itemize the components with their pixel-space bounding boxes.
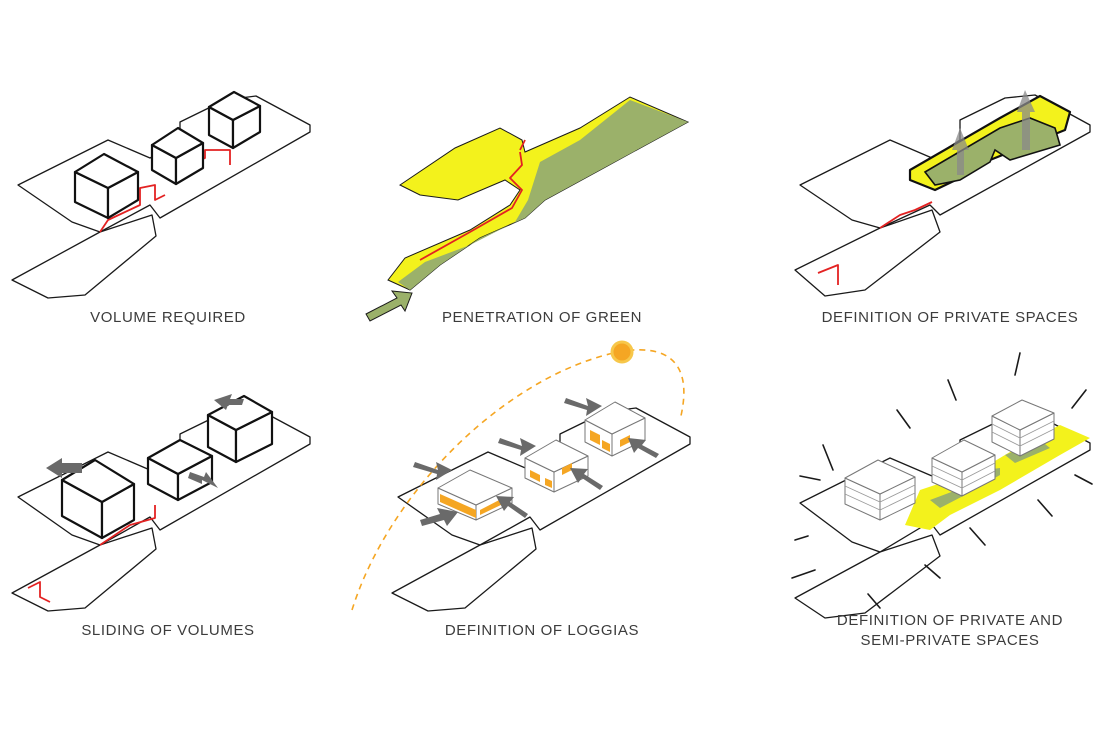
volume-box — [150, 126, 205, 186]
wind-arrow — [628, 438, 659, 458]
wind-arrow — [498, 438, 536, 456]
red-path — [27, 505, 156, 603]
caption-line-1: DEFINITION OF PRIVATE AND — [836, 612, 1064, 629]
red-path — [817, 201, 933, 285]
volume-box — [73, 152, 140, 220]
noise-rays — [791, 352, 1093, 609]
building — [991, 399, 1055, 457]
panel-private-semi-private — [791, 352, 1093, 619]
site-outline — [11, 214, 157, 299]
up-arrow — [952, 90, 1035, 175]
caption-penetration-of-green: PENETRATION OF GREEN — [441, 309, 643, 326]
sun-path — [351, 349, 685, 611]
building — [437, 469, 513, 521]
slide-arrow — [188, 472, 218, 488]
volume-box — [206, 394, 274, 464]
volume-box — [207, 90, 262, 150]
site-outline — [11, 527, 157, 612]
caption-private-semi-private: DEFINITION OF PRIVATE AND SEMI-PRIVATE S… — [800, 611, 1100, 651]
building — [844, 459, 916, 521]
building — [931, 439, 996, 497]
wind-arrow — [413, 462, 452, 480]
wind-arrow — [570, 468, 603, 490]
wind-arrow — [564, 398, 602, 416]
wind-arrow — [496, 496, 528, 518]
building — [524, 439, 589, 493]
site-outline — [391, 527, 537, 612]
panel-volume-required — [11, 90, 311, 299]
caption-sliding-of-volumes: SLIDING OF VOLUMES — [81, 622, 255, 639]
green-arrow — [365, 290, 413, 322]
caption-line-2: SEMI-PRIVATE SPACES — [860, 632, 1040, 649]
caption-volume-required: VOLUME REQUIRED — [90, 309, 246, 326]
volume-box — [146, 438, 214, 502]
panel-penetration-of-green — [365, 96, 690, 322]
slide-arrow — [46, 458, 82, 478]
panel-private-spaces — [794, 90, 1091, 297]
panel-loggias — [351, 340, 691, 612]
building — [584, 401, 646, 457]
slide-arrow — [214, 394, 244, 410]
caption-private-spaces: DEFINITION OF PRIVATE SPACES — [821, 309, 1079, 326]
wind-arrow — [420, 508, 458, 526]
green-zone — [398, 100, 688, 290]
red-path — [419, 139, 526, 261]
sun-icon — [610, 340, 634, 364]
semi-private-yellow — [905, 425, 1090, 530]
panel-sliding-of-volumes — [11, 394, 311, 612]
caption-loggias: DEFINITION OF LOGGIAS — [444, 622, 640, 639]
